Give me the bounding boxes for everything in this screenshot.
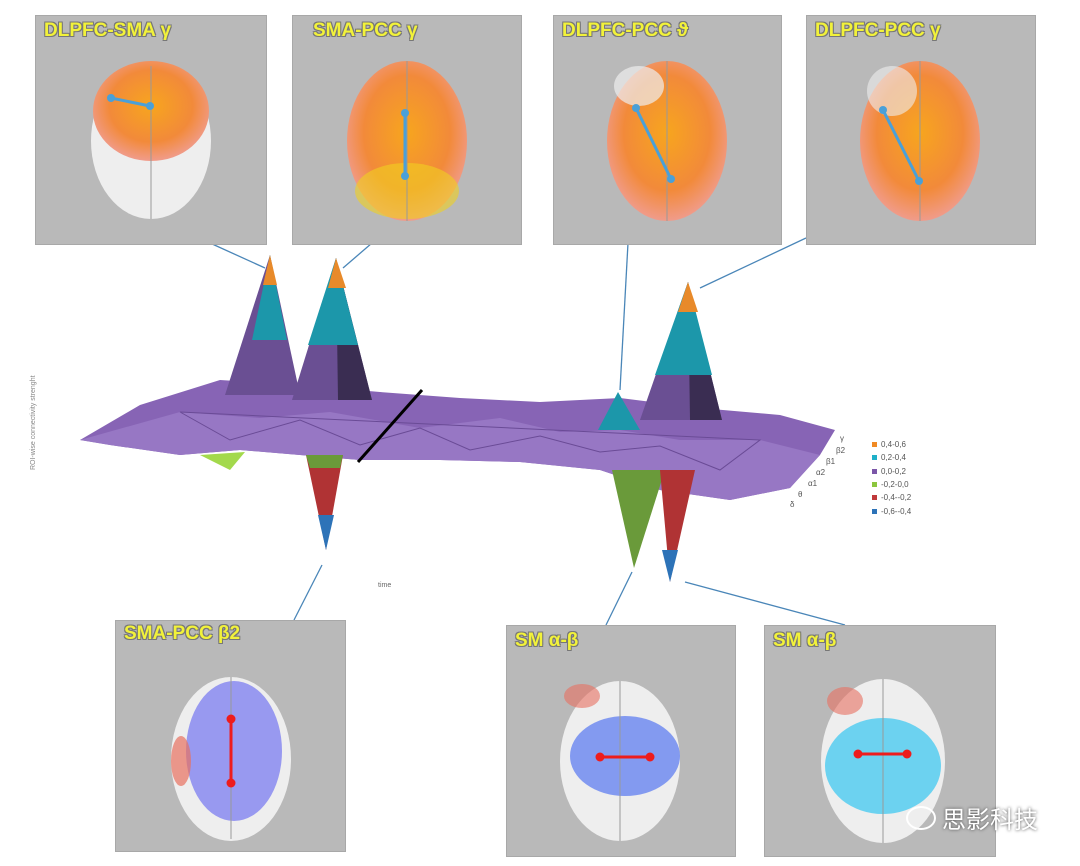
brain-image — [860, 61, 980, 221]
legend-item: -0,6--0,4 — [872, 504, 911, 517]
legend-item: 0,0-0,2 — [872, 465, 911, 478]
peak-dlpfc-pcc-theta — [598, 392, 640, 430]
band-label: θ — [798, 490, 803, 499]
panel-title: SM α-β — [515, 630, 579, 651]
trough-sm-alpha-beta — [612, 470, 695, 582]
brain-image — [171, 677, 291, 841]
band-label: α1 — [808, 479, 818, 488]
peak-dlpfc-pcc-gamma — [640, 282, 722, 420]
leader-lines — [209, 237, 846, 626]
wechat-icon — [906, 805, 936, 830]
brain-image — [560, 681, 680, 841]
brain-panel-sma-pcc-beta2: SMA-PCC β2 — [115, 620, 346, 852]
peak-sma-pcc-gamma — [292, 258, 372, 400]
band-label: β2 — [836, 446, 846, 455]
brain-panel-sm-alpha-beta-2: SM α-β — [764, 625, 996, 857]
legend-item: 0,2-0,4 — [872, 451, 911, 464]
brain-image — [91, 61, 211, 219]
band-label: β1 — [826, 457, 836, 466]
legend-item: -0,2-0,0 — [872, 478, 911, 491]
band-label: α2 — [816, 468, 826, 477]
panel-title: SMA-PCC γ — [313, 20, 418, 41]
panel-title: SM α-β — [773, 630, 837, 651]
brain-panel-dlpfc-pcc-theta: DLPFC-PCC ϑ — [553, 15, 782, 245]
brain-panel-sma-pcc-gamma: SMA-PCC γ — [292, 15, 522, 245]
brain-panel-dlpfc-pcc-gamma: DLPFC-PCC γ — [806, 15, 1036, 245]
panel-title: DLPFC-SMA γ — [44, 20, 172, 41]
legend: 0,4-0,6 0,2-0,4 0,0-0,2 -0,2-0,0 -0,4--0… — [872, 438, 911, 518]
band-label: γ — [840, 434, 844, 443]
brain-image — [821, 679, 945, 843]
band-label: δ — [790, 500, 795, 509]
brain-panel-sm-alpha-beta-1: SM α-β — [506, 625, 736, 857]
brain-panel-dlpfc-sma-gamma: DLPFC-SMA γ — [35, 15, 267, 245]
legend-item: -0,4--0,2 — [872, 491, 911, 504]
panel-title: DLPFC-PCC γ — [815, 20, 941, 41]
legend-item: 0,4-0,6 — [872, 438, 911, 451]
brain-image — [607, 61, 727, 221]
panel-title: DLPFC-PCC ϑ — [562, 20, 689, 41]
peak-dlpfc-sma-gamma — [225, 255, 300, 395]
x-axis-label: time — [378, 582, 392, 589]
purple-surface — [80, 380, 835, 500]
brain-image — [347, 61, 467, 221]
panel-title: SMA-PCC β2 — [124, 623, 241, 644]
watermark: 思影科技 — [906, 800, 1038, 835]
trough-sma-pcc-beta2 — [306, 455, 343, 550]
y-axis-label: ROI-wise connectivity strenght — [30, 375, 37, 470]
